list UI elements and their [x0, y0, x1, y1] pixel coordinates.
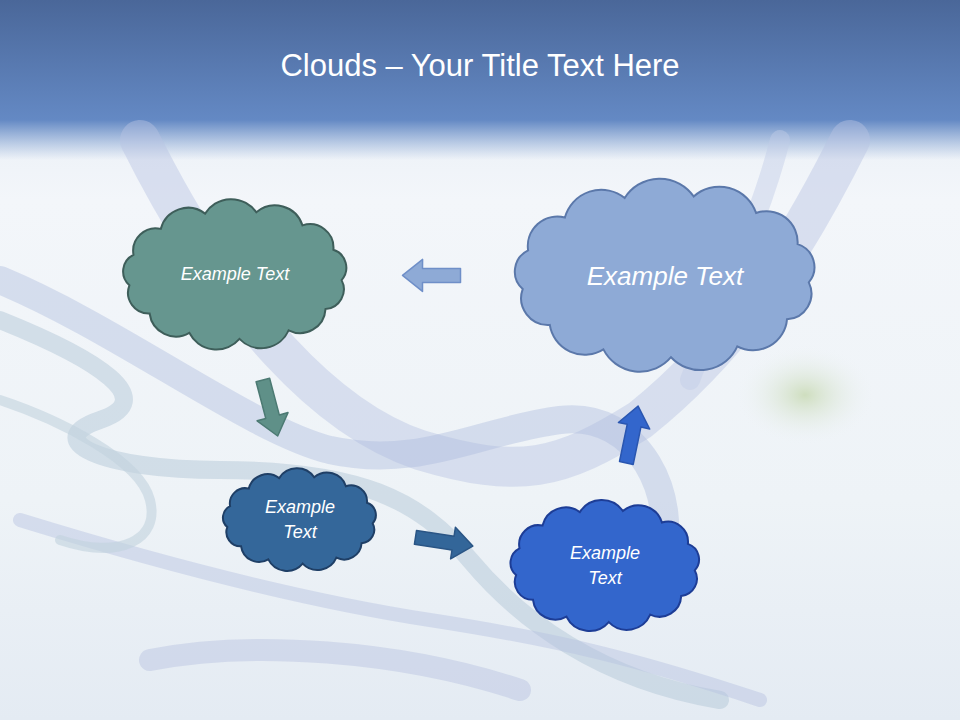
- cloud-label: Example Text: [555, 541, 655, 591]
- cloud-text-group: Example Text: [250, 495, 350, 545]
- title: Clouds – Your Title Text Here: [0, 48, 960, 84]
- cloud-text-group: Example Text: [181, 262, 289, 287]
- cloud-text-area: Example Text: [111, 194, 359, 356]
- cloud-node: Example Text: [500, 495, 710, 637]
- cloud-shape: [515, 179, 815, 372]
- cloud-label: Example Text: [587, 258, 744, 294]
- cloud-label: Example Text: [250, 495, 350, 545]
- cloud-text-group: Example Text: [555, 541, 655, 591]
- block-arrow: [414, 527, 472, 559]
- cloud-label: Example Text: [181, 262, 289, 287]
- cloud-text-area: Example Text: [214, 464, 385, 576]
- cloud-shape: [510, 500, 699, 631]
- cloud-node: Example Text: [214, 464, 385, 576]
- glow: [735, 345, 875, 445]
- cloud-shape: [223, 468, 376, 571]
- cloud-text-area: Example Text: [500, 495, 710, 637]
- cloud-shape: [123, 199, 346, 349]
- block-arrow: [256, 378, 288, 436]
- block-arrow: [403, 259, 461, 291]
- swirl: [0, 140, 850, 700]
- cloud-text-group: Example Text: [587, 258, 744, 294]
- cloud-node: Example Text: [111, 194, 359, 356]
- cloud-outline: [214, 464, 385, 576]
- cloud-outline: [500, 495, 710, 637]
- cloud-node: Example Text: [499, 173, 831, 379]
- cloud-text-area: Example Text: [499, 173, 831, 379]
- block-arrow: [618, 406, 649, 464]
